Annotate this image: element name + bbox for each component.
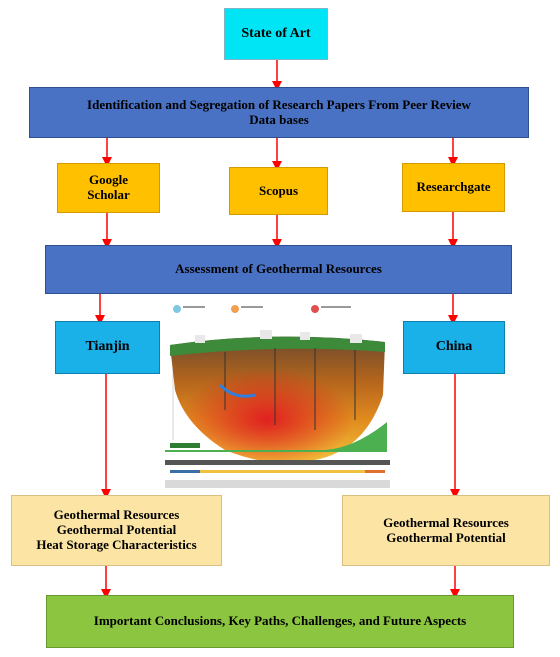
- researchgate-label: Researchgate: [416, 179, 491, 195]
- china-label: China: [435, 339, 473, 355]
- tianjin-output-geothermal-resources: Geothermal Resources: [53, 507, 180, 523]
- tianjin-box: Tianjin: [55, 321, 160, 374]
- identification-label-line1: Identification and Segregation of Resear…: [87, 96, 471, 112]
- tianjin-label: Tianjin: [85, 339, 130, 355]
- identification-box: Identification and Segregation of Resear…: [29, 87, 529, 138]
- china-outputs-box: Geothermal Resources Geothermal Potentia…: [342, 495, 550, 566]
- google-scholar-label-line2: Scholar: [87, 187, 130, 202]
- geothermal-cross-section-illustration: [165, 300, 390, 490]
- researchgate-box: Researchgate: [402, 163, 505, 212]
- conclusions-label: Important Conclusions, Key Paths, Challe…: [93, 613, 467, 629]
- identification-label-line2: Data bases: [249, 111, 309, 127]
- assessment-label: Assessment of Geothermal Resources: [175, 261, 382, 277]
- china-box: China: [403, 321, 505, 374]
- tianjin-output-geothermal-potential: Geothermal Potential: [56, 522, 177, 538]
- conclusions-box: Important Conclusions, Key Paths, Challe…: [46, 595, 514, 648]
- tianjin-output-heat-storage: Heat Storage Characteristics: [36, 536, 197, 552]
- state-of-art-label: State of Art: [241, 25, 311, 41]
- scopus-box: Scopus: [229, 167, 328, 215]
- assessment-box: Assessment of Geothermal Resources: [45, 245, 512, 294]
- china-output-geothermal-resources: Geothermal Resources: [383, 514, 509, 530]
- china-output-geothermal-potential: Geothermal Potential: [386, 529, 506, 545]
- scopus-label: Scopus: [258, 182, 299, 198]
- state-of-art-box: State of Art: [224, 8, 328, 60]
- google-scholar-label-line1: Google: [89, 172, 128, 188]
- tianjin-outputs-box: Geothermal Resources Geothermal Potentia…: [11, 495, 222, 566]
- google-scholar-box: Google Scholar: [57, 163, 160, 213]
